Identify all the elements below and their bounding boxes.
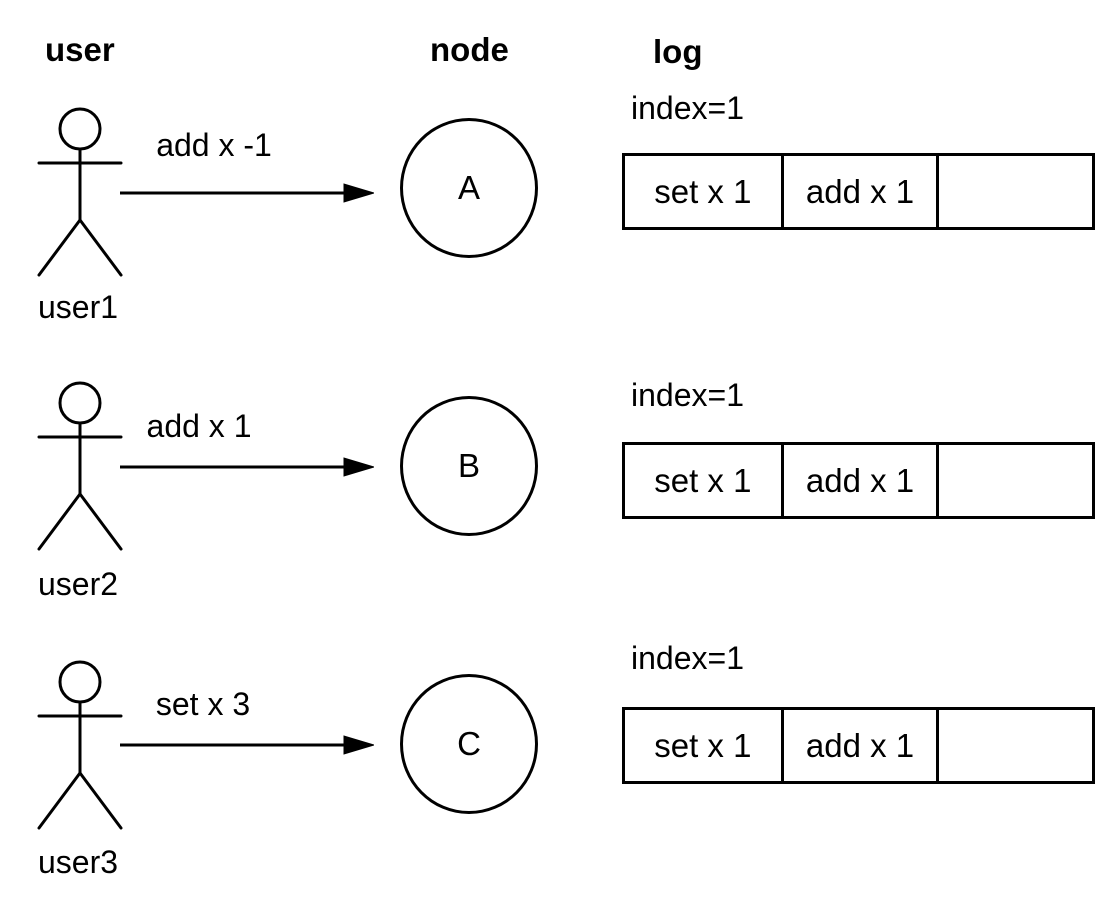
column-header-user: user bbox=[45, 31, 115, 68]
message-label: add x 1 bbox=[146, 408, 252, 444]
column-header-log: log bbox=[653, 33, 703, 70]
node-circle: C bbox=[400, 674, 538, 814]
arrow-icon bbox=[120, 183, 374, 203]
stick-figure-icon bbox=[37, 381, 123, 551]
log-cell: add x 1 bbox=[780, 710, 937, 781]
message-label: add x -1 bbox=[156, 127, 272, 163]
message-label: set x 3 bbox=[155, 686, 251, 722]
log-table: set x 1 add x 1 bbox=[622, 442, 1095, 519]
log-index-label: index=1 bbox=[631, 90, 744, 126]
user-label: user2 bbox=[38, 566, 119, 602]
log-index-label: index=1 bbox=[631, 377, 744, 413]
log-table: set x 1 add x 1 bbox=[622, 707, 1095, 784]
arrow-icon bbox=[120, 735, 374, 755]
node-label: C bbox=[457, 725, 481, 762]
log-cell: set x 1 bbox=[654, 461, 752, 499]
log-cell bbox=[936, 156, 1092, 227]
column-header-node: node bbox=[430, 31, 509, 68]
log-cell: add x 1 bbox=[780, 445, 937, 516]
node-label: B bbox=[457, 447, 480, 484]
user-label: user3 bbox=[38, 844, 119, 880]
log-cell bbox=[936, 710, 1092, 781]
log-index-label: index=1 bbox=[631, 640, 744, 676]
stick-figure-icon bbox=[37, 660, 123, 830]
node-circle: A bbox=[400, 118, 538, 258]
node-label: A bbox=[457, 169, 480, 206]
log-cell: set x 1 bbox=[654, 172, 752, 210]
log-table: set x 1 add x 1 bbox=[622, 153, 1095, 230]
stick-figure-icon bbox=[37, 107, 123, 277]
log-cell: add x 1 bbox=[780, 156, 937, 227]
user-label: user1 bbox=[38, 289, 119, 325]
arrow-icon bbox=[120, 457, 374, 477]
node-circle: B bbox=[400, 396, 538, 536]
log-cell bbox=[936, 445, 1092, 516]
log-cell: set x 1 bbox=[654, 726, 752, 764]
